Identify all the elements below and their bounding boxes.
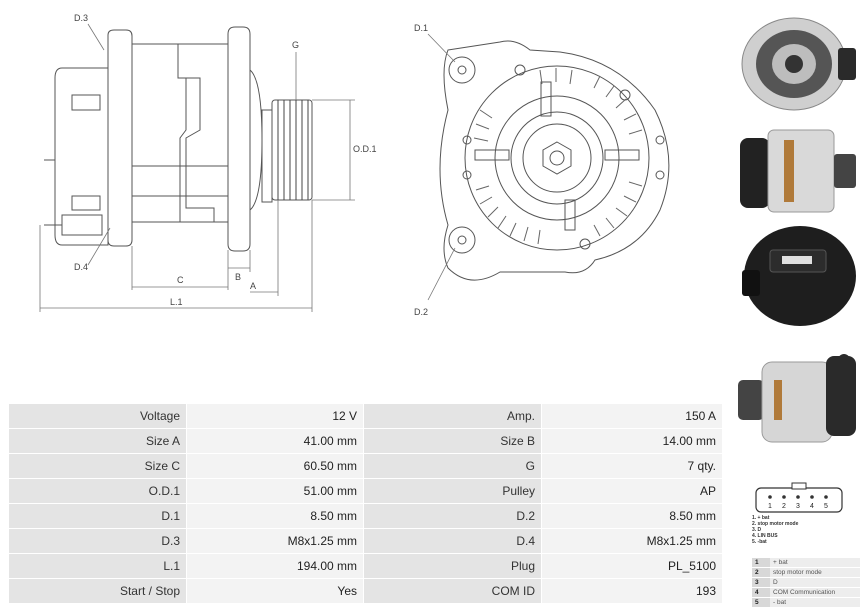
legend-row: 5- bat [752,597,860,608]
legend-note: 4. LIN BUS [752,533,778,539]
spec-value: M8x1.25 mm [541,528,723,554]
spec-label: Size B [363,428,542,454]
spec-label: Pulley [363,478,542,504]
technical-drawing: D.3 G O.D.1 D.4 C B A L.1 [39,13,670,317]
spec-value: M8x1.25 mm [186,528,364,554]
label-d2: D.2 [414,307,428,317]
spec-label: Size C [8,453,187,479]
legend-text: + bat [770,558,860,568]
spec-label: L.1 [8,553,187,579]
legend-num: 4 [752,587,770,598]
spec-value: 14.00 mm [541,428,723,454]
pin-label: 3 [796,503,800,510]
spec-value: AP [541,478,723,504]
spec-value: 150 A [541,403,723,429]
spec-label: COM ID [363,578,542,604]
spec-value: 12 V [186,403,364,429]
spec-value: 8.50 mm [186,503,364,529]
spec-label: G [363,453,542,479]
label-d4: D.4 [74,262,88,272]
photo-side[interactable] [734,120,860,220]
legend-num: 3 [752,577,770,588]
label-d3: D.3 [74,13,88,23]
photo-front[interactable] [734,4,860,120]
spec-label: Size A [8,428,187,454]
legend-row: 1+ bat [752,558,860,568]
photo-angled[interactable] [734,340,860,452]
connector-legend-notes: 1. + bat 2. stop motor mode 3. D 4. LIN … [752,515,798,545]
spec-label: D.2 [363,503,542,529]
pin-label: 1 [768,503,772,510]
spec-value: 194.00 mm [186,553,364,579]
spec-label: D.4 [363,528,542,554]
spec-label: Voltage [8,403,187,429]
spec-value: 51.00 mm [186,478,364,504]
legend-text: stop motor mode [770,567,860,578]
spec-label: Start / Stop [8,578,187,604]
legend-num: 2 [752,567,770,578]
label-g: G [292,40,299,50]
connector-diagram: 1 2 3 4 5 [755,482,843,513]
photo-rear[interactable] [734,220,860,332]
label-c: C [177,275,184,285]
label-d1: D.1 [414,23,428,33]
spec-value: 41.00 mm [186,428,364,454]
spec-value: 8.50 mm [541,503,723,529]
label-a: A [250,281,256,291]
pin-label: 5 [824,503,828,510]
spec-value: 193 [541,578,723,604]
legend-text: D [770,577,860,588]
spec-value: 7 qty. [541,453,723,479]
spec-value: 60.50 mm [186,453,364,479]
legend-text: - bat [770,597,860,608]
legend-note: 1. + bat [752,515,770,521]
spec-label: Plug [363,553,542,579]
spec-label: Amp. [363,403,542,429]
legend-note: 5. -bat [752,539,767,545]
pin-label: 2 [782,503,786,510]
label-b: B [235,272,241,282]
spec-label: O.D.1 [8,478,187,504]
legend-note: 3. D [752,527,762,533]
label-l1: L.1 [170,297,183,307]
legend-num: 1 [752,558,770,568]
legend-num: 5 [752,597,770,608]
spec-label: D.3 [8,528,187,554]
spec-value: PL_5100 [541,553,723,579]
pin-label: 4 [810,503,814,510]
legend-note: 2. stop motor mode [752,521,799,527]
spec-value: Yes [186,578,364,604]
spec-label: D.1 [8,503,187,529]
label-od1: O.D.1 [353,144,377,154]
legend-text: COM Communication [770,587,860,598]
